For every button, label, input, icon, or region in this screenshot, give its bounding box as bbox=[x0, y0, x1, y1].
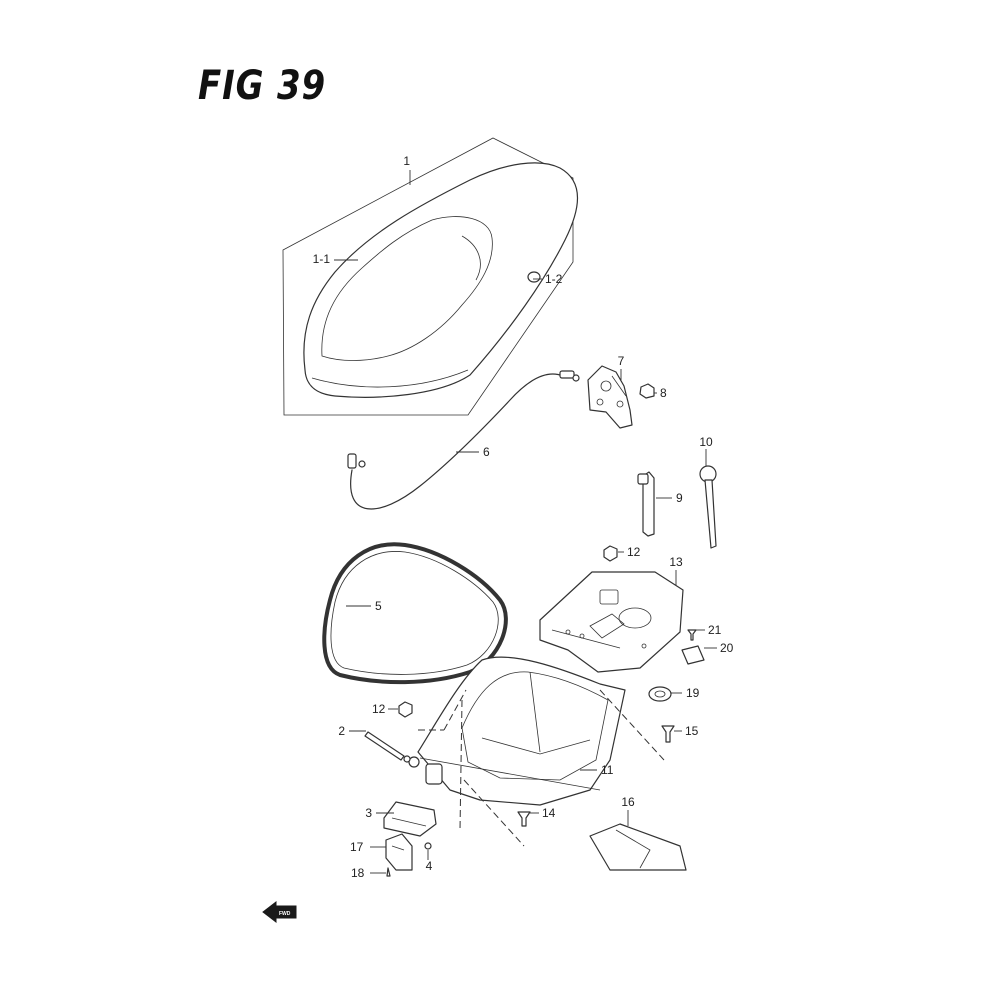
callout-p8: 8 bbox=[654, 386, 667, 400]
part-number-label: 21 bbox=[708, 623, 722, 637]
callout-p5: 5 bbox=[346, 599, 382, 613]
small-screw bbox=[424, 842, 432, 850]
seat-assembly-outline bbox=[282, 137, 574, 416]
washer bbox=[648, 686, 672, 702]
small-bolt bbox=[687, 629, 697, 641]
callout-p1_1: 1-1 bbox=[313, 252, 358, 266]
figure-title: FIG 39 bbox=[198, 63, 327, 109]
part-number-label: 3 bbox=[365, 806, 372, 820]
nut-left bbox=[398, 701, 413, 718]
callout-p6: 6 bbox=[456, 445, 490, 459]
strap bbox=[637, 471, 655, 537]
part-number-label: 2 bbox=[338, 724, 345, 738]
part-number-label: 8 bbox=[660, 386, 667, 400]
clip-nut bbox=[681, 645, 705, 665]
part-number-label: 16 bbox=[621, 795, 635, 809]
callout-p17: 17 bbox=[350, 840, 386, 854]
callout-p9: 9 bbox=[656, 491, 683, 505]
callout-p3: 3 bbox=[365, 806, 394, 820]
part-number-label: 18 bbox=[351, 866, 365, 880]
callout-p12a: 12 bbox=[618, 545, 641, 559]
part-number-label: 6 bbox=[483, 445, 490, 459]
fwd-label: FWD bbox=[279, 911, 291, 917]
part-number-label: 1 bbox=[403, 154, 410, 168]
callout-p20: 20 bbox=[704, 641, 734, 655]
assembly-line bbox=[463, 779, 525, 847]
callouts: 1 1-1 1-2 2 3 4 5 6 7 8 9 10 11 12 12 13 14 15 16 17 18 19 20 2… bbox=[313, 154, 734, 880]
callout-p10: 10 bbox=[699, 435, 713, 466]
callout-p19: 19 bbox=[671, 686, 700, 700]
forward-arrow-icon: FWD bbox=[262, 900, 297, 924]
part-number-label: 12 bbox=[372, 702, 386, 716]
part-number-label: 20 bbox=[720, 641, 734, 655]
callout-p15: 15 bbox=[674, 724, 699, 738]
nut-top bbox=[603, 545, 618, 562]
part-number-label: 12 bbox=[627, 545, 641, 559]
callout-p1_2: 1-2 bbox=[533, 272, 563, 286]
callout-p14: 14 bbox=[530, 806, 556, 820]
part-number-label: 11 bbox=[601, 763, 614, 777]
part-number-label: 1-2 bbox=[545, 272, 563, 286]
seat-lock bbox=[587, 365, 633, 429]
strap-long bbox=[699, 465, 717, 549]
screw-right bbox=[661, 725, 675, 743]
long-bolt bbox=[364, 731, 411, 763]
bracket bbox=[383, 801, 437, 837]
part-number-label: 15 bbox=[685, 724, 699, 738]
seat-bumper bbox=[527, 271, 541, 283]
luggage-box bbox=[408, 656, 626, 806]
part-number-label: 10 bbox=[699, 435, 713, 449]
pad bbox=[589, 823, 687, 871]
part-number-label: 5 bbox=[375, 599, 382, 613]
part-number-label: 1-1 bbox=[313, 252, 331, 266]
pin bbox=[386, 867, 391, 877]
callout-p12b: 12 bbox=[372, 702, 398, 716]
lock-bolt bbox=[639, 383, 655, 399]
seat-lock-cable bbox=[347, 370, 580, 510]
callout-p7: 7 bbox=[618, 354, 625, 380]
part-number-label: 4 bbox=[426, 859, 433, 873]
part-number-label: 17 bbox=[350, 840, 364, 854]
part-number-label: 13 bbox=[669, 555, 683, 569]
part-number-label: 7 bbox=[618, 354, 625, 368]
luggage-box-cover bbox=[539, 571, 684, 673]
callout-p16: 16 bbox=[621, 795, 635, 826]
callout-p13: 13 bbox=[669, 555, 683, 586]
callout-p1: 1 bbox=[403, 154, 411, 185]
callout-p4: 4 bbox=[426, 850, 433, 873]
assembly-line bbox=[443, 689, 467, 731]
seat bbox=[303, 162, 579, 398]
trim-seal bbox=[322, 542, 508, 685]
part-number-label: 19 bbox=[686, 686, 700, 700]
callout-p11: 11 bbox=[580, 763, 614, 777]
part-number-label: 9 bbox=[676, 491, 683, 505]
clip bbox=[385, 833, 413, 871]
callout-p18: 18 bbox=[351, 866, 386, 880]
callout-p2: 2 bbox=[338, 724, 366, 738]
callout-p21: 21 bbox=[696, 623, 722, 637]
screw-lower bbox=[517, 811, 531, 827]
part-number-label: 14 bbox=[542, 806, 556, 820]
assembly-line bbox=[599, 689, 665, 761]
